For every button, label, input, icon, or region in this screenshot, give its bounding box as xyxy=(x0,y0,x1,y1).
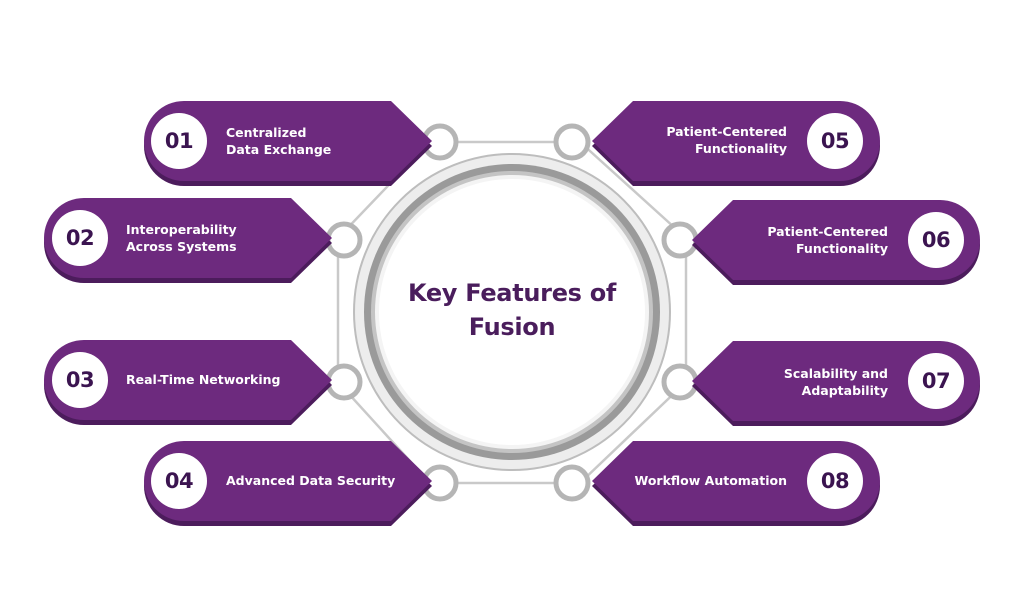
center-title: Key Features of Fusion xyxy=(400,276,624,344)
feature-label-05-line2: Functionality xyxy=(695,141,787,156)
feature-label-06: Patient-Centered Functionality xyxy=(767,223,888,257)
feature-pills xyxy=(44,101,980,526)
pill-03 xyxy=(44,340,332,425)
feature-number-07: 07 xyxy=(921,369,951,393)
feature-label-04: Advanced Data Security xyxy=(226,472,395,489)
feature-label-04-line1: Advanced Data Security xyxy=(226,473,396,488)
pill-01 xyxy=(144,101,432,186)
feature-label-01-line1: Centralized xyxy=(226,125,307,140)
feature-label-08: Workflow Automation xyxy=(634,472,787,489)
feature-label-07: Scalability and Adaptability xyxy=(784,365,888,399)
center-ring xyxy=(353,153,671,471)
feature-number-04: 04 xyxy=(164,469,194,493)
pill-06 xyxy=(692,200,980,285)
feature-label-01: Centralized Data Exchange xyxy=(226,124,331,158)
pill-04 xyxy=(144,441,432,526)
center-title-line1: Key Features of xyxy=(407,279,617,307)
feature-number-08: 08 xyxy=(820,469,850,493)
feature-number-06: 06 xyxy=(921,228,951,252)
node-06 xyxy=(661,221,699,259)
feature-label-02-line2: Across Systems xyxy=(126,239,237,254)
node-02 xyxy=(325,221,363,259)
feature-label-07-line2: Adaptability xyxy=(801,383,888,398)
feature-label-08-line1: Workflow Automation xyxy=(634,473,787,488)
feature-label-06-line2: Functionality xyxy=(796,241,888,256)
feature-label-05-line1: Patient-Centered xyxy=(666,124,787,139)
node-03 xyxy=(325,363,363,401)
feature-number-05: 05 xyxy=(820,129,850,153)
node-08 xyxy=(553,464,591,502)
node-05 xyxy=(553,123,591,161)
feature-label-05: Patient-Centered Functionality xyxy=(666,123,787,157)
pill-08 xyxy=(592,441,880,526)
feature-number-01: 01 xyxy=(164,129,194,153)
pill-07 xyxy=(692,341,980,426)
feature-label-03: Real-Time Networking xyxy=(126,371,281,388)
feature-number-03: 03 xyxy=(65,368,95,392)
feature-label-02: Interoperability Across Systems xyxy=(126,221,237,255)
feature-label-01-line2: Data Exchange xyxy=(226,142,332,157)
pill-02 xyxy=(44,198,332,283)
center-title-line2: Fusion xyxy=(468,313,556,341)
feature-number-02: 02 xyxy=(65,226,95,250)
feature-label-06-line1: Patient-Centered xyxy=(767,224,888,239)
feature-label-07-line1: Scalability and xyxy=(783,366,888,381)
feature-label-03-line1: Real-Time Networking xyxy=(126,372,281,387)
node-07 xyxy=(661,363,699,401)
pill-05 xyxy=(592,101,880,186)
feature-label-02-line1: Interoperability xyxy=(126,222,237,237)
